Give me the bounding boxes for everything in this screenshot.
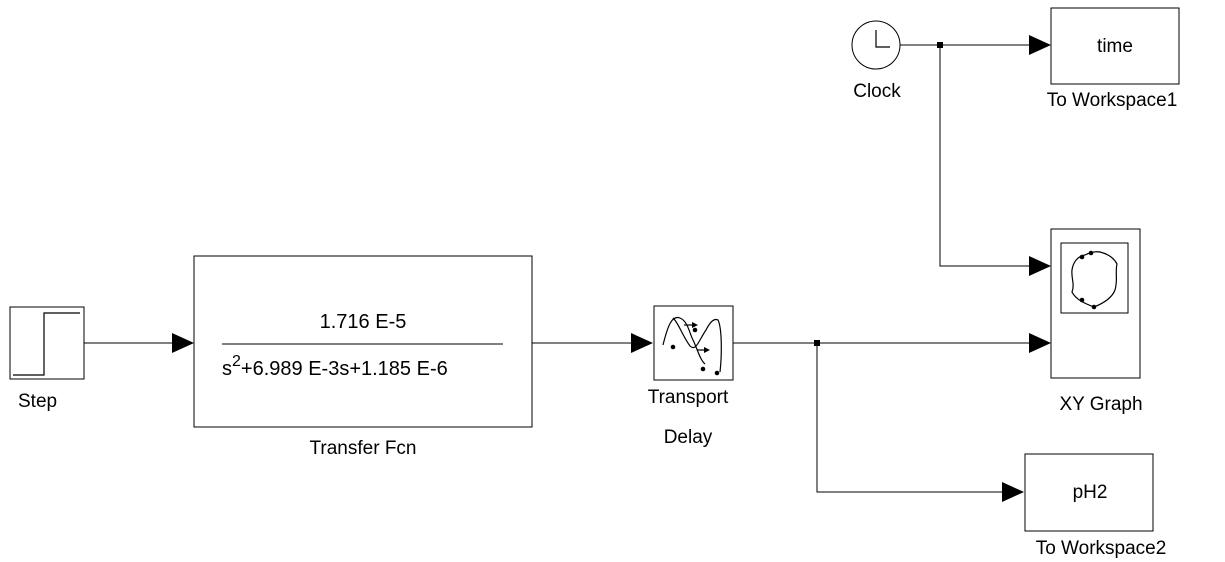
step-label: Step <box>18 391 57 412</box>
transfer-fcn-frame[interactable] <box>193 255 533 428</box>
arrowhead-xy-graph-y-input <box>1029 333 1051 353</box>
to-workspace1-block[interactable]: time <box>1050 7 1180 85</box>
xy-graph-block[interactable] <box>1050 228 1141 379</box>
to-workspace2-label: To Workspace2 <box>1036 538 1167 559</box>
wire-branch-to-to-workspace2 <box>816 343 1006 493</box>
transport-delay-label-line2: Delay <box>664 427 713 448</box>
arrowhead-transfer-fcn-input <box>172 333 194 353</box>
step-block-frame[interactable] <box>9 306 85 380</box>
transport-delay-icon <box>662 316 722 376</box>
transfer-fcn-block[interactable]: 1.716 E-5 s2+6.989 E-3s+1.185 E-6 <box>193 255 533 428</box>
to-workspace1-frame[interactable] <box>1050 7 1180 85</box>
arrowhead-xy-graph-x-input <box>1029 256 1051 276</box>
to-workspace1-variable: time <box>1097 36 1133 57</box>
to-workspace1-label: To Workspace1 <box>1047 90 1178 111</box>
wire-branch-to-xy-graph-x-input <box>939 45 1033 267</box>
step-block[interactable] <box>9 306 85 380</box>
transfer-fcn-label: Transfer Fcn <box>310 438 417 459</box>
transport-delay-block[interactable] <box>653 305 734 381</box>
transfer-fcn-denominator: s2+6.989 E-3s+1.185 E-6 <box>222 353 448 380</box>
step-signal-icon <box>13 312 80 376</box>
denominator-rest: +6.989 E-3s+1.185 E-6 <box>241 358 448 380</box>
arrowhead-to-workspace1-input <box>1029 35 1051 55</box>
arrowhead-transport-delay-input <box>631 333 653 353</box>
clock-block[interactable] <box>851 20 901 70</box>
arrowhead-to-workspace2-input <box>1002 482 1024 502</box>
transfer-fcn-numerator: 1.716 E-5 <box>320 311 407 333</box>
denominator-exponent: 2 <box>232 353 241 370</box>
transport-delay-label-line1: Transport <box>648 387 729 408</box>
xy-graph-icon <box>1060 242 1129 314</box>
denominator-s: s <box>222 358 232 380</box>
transport-delay-frame[interactable] <box>653 305 734 381</box>
xy-graph-label: XY Graph <box>1059 394 1142 415</box>
to-workspace2-block[interactable]: pH2 <box>1024 453 1154 532</box>
clock-icon <box>875 30 890 48</box>
to-workspace2-frame[interactable] <box>1024 453 1154 532</box>
clock-label: Clock <box>853 81 901 102</box>
to-workspace2-variable: pH2 <box>1073 482 1108 503</box>
